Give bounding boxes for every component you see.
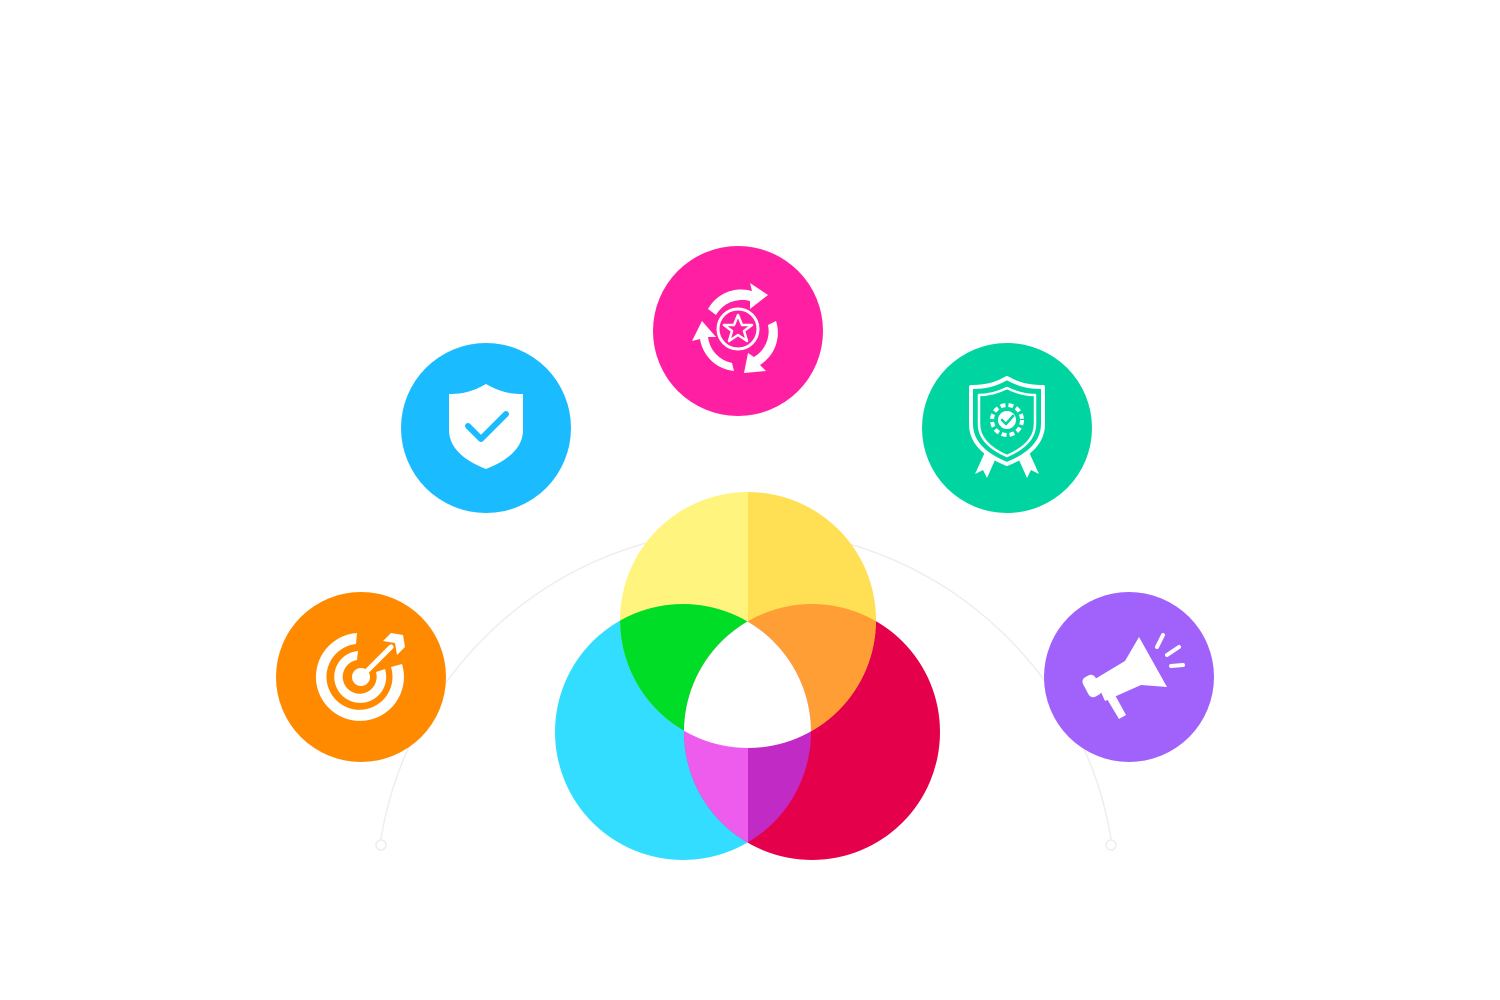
node-megaphone: [1044, 592, 1214, 762]
arc-end-left-dot: [375, 839, 387, 851]
node-cycle-circle: [653, 246, 823, 416]
shield-check-icon: [449, 384, 523, 469]
venn-diagram: [555, 492, 940, 860]
node-shield: [401, 343, 571, 513]
arc-end-right-dot: [1105, 839, 1117, 851]
gear-badge-icon: [969, 376, 1045, 478]
venn-center: [684, 604, 811, 748]
node-cycle: [653, 246, 823, 416]
node-badge: [922, 343, 1092, 513]
star-cycle-icon: [692, 283, 778, 373]
megaphone-icon: [1082, 633, 1185, 719]
target-arrow-icon: [315, 633, 405, 721]
node-target: [276, 592, 446, 762]
